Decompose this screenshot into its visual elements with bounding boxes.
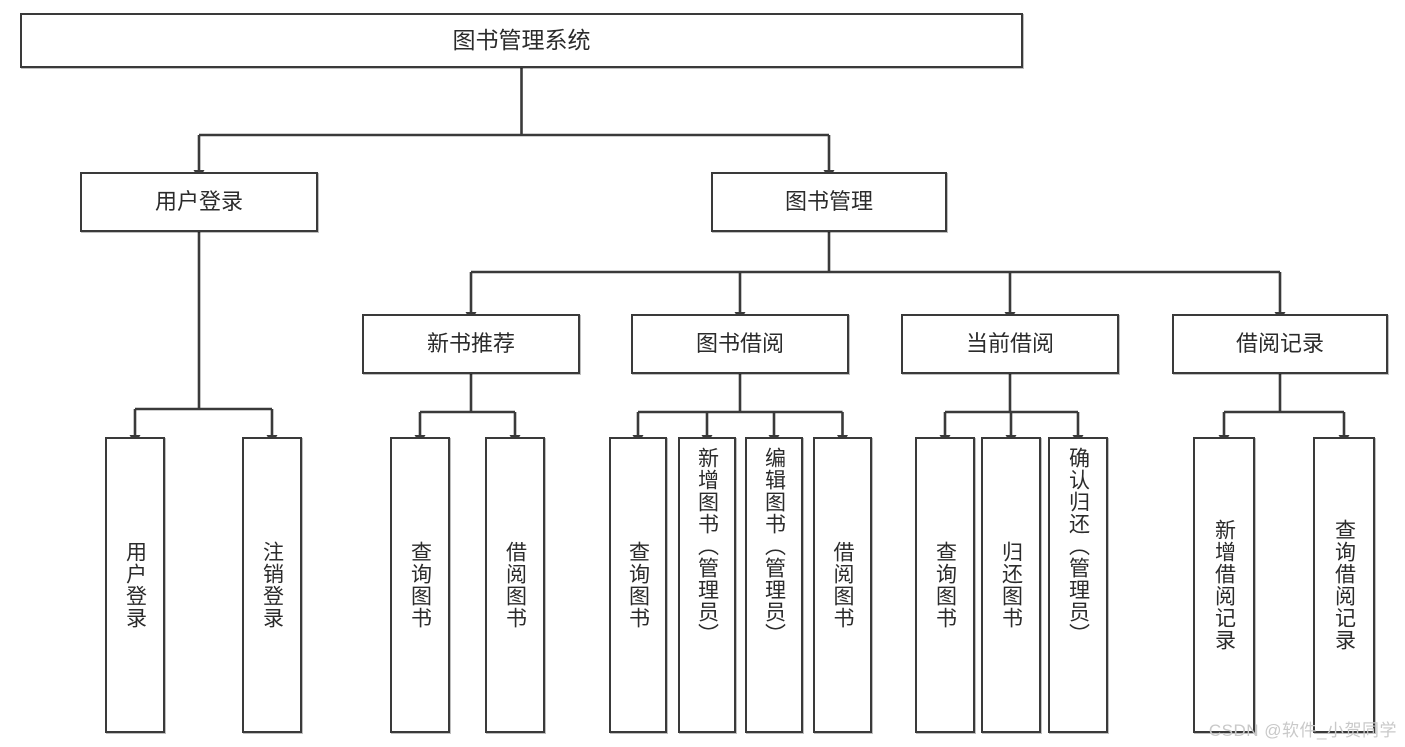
leaf-logout[interactable]: 注销登录	[242, 437, 302, 733]
node-borrow-record[interactable]: 借阅记录	[1172, 314, 1388, 374]
node-root-label: 图书管理系统	[452, 26, 591, 53]
leaf-user-login-label: 用户登录	[123, 541, 147, 629]
leaf-edit-book-admin[interactable]: 编辑图书（管理员）	[745, 437, 803, 733]
leaf-edit-book-admin-label: 编辑图书（管理员）	[762, 447, 786, 645]
leaf-add-book-admin-label: 新增图书（管理员）	[695, 447, 719, 645]
leaf-borrow-book-recommend-label: 借阅图书	[503, 541, 527, 629]
leaf-borrow-book[interactable]: 借阅图书	[813, 437, 872, 733]
leaf-add-borrow-record-label: 新增借阅记录	[1212, 519, 1236, 651]
node-book-management[interactable]: 图书管理	[711, 172, 947, 232]
leaf-query-book-recommend[interactable]: 查询图书	[390, 437, 450, 733]
watermark: CSDN @软件_小贺同学	[1208, 721, 1397, 740]
node-book-borrow[interactable]: 图书借阅	[631, 314, 849, 374]
leaf-logout-label: 注销登录	[260, 541, 284, 629]
leaf-query-book-current[interactable]: 查询图书	[915, 437, 975, 733]
leaf-add-book-admin[interactable]: 新增图书（管理员）	[678, 437, 736, 733]
leaf-query-book-recommend-label: 查询图书	[408, 541, 432, 629]
node-new-book-recommend-label: 新书推荐	[426, 330, 515, 356]
leaf-return-book-label: 归还图书	[999, 541, 1023, 629]
leaf-confirm-return-admin[interactable]: 确认归还（管理员）	[1048, 437, 1108, 733]
leaf-borrow-book-label: 借阅图书	[831, 541, 854, 629]
node-user-login-label: 用户登录	[154, 188, 243, 214]
leaf-add-borrow-record[interactable]: 新增借阅记录	[1193, 437, 1255, 733]
leaf-user-login[interactable]: 用户登录	[105, 437, 165, 733]
leaf-confirm-return-admin-label: 确认归还（管理员）	[1066, 447, 1090, 645]
node-book-borrow-label: 图书借阅	[695, 330, 784, 356]
node-current-borrow-label: 当前借阅	[965, 330, 1054, 356]
leaf-return-book[interactable]: 归还图书	[981, 437, 1041, 733]
node-borrow-record-label: 借阅记录	[1235, 330, 1324, 356]
leaf-borrow-book-recommend[interactable]: 借阅图书	[485, 437, 545, 733]
leaf-query-book-current-label: 查询图书	[933, 541, 957, 629]
leaf-query-book-label: 查询图书	[626, 541, 650, 629]
leaf-query-borrow-record[interactable]: 查询借阅记录	[1313, 437, 1375, 733]
node-current-borrow[interactable]: 当前借阅	[901, 314, 1119, 374]
leaf-query-book[interactable]: 查询图书	[609, 437, 667, 733]
node-root[interactable]: 图书管理系统	[20, 13, 1023, 68]
node-user-login[interactable]: 用户登录	[80, 172, 318, 232]
node-book-management-label: 图书管理	[784, 188, 873, 214]
leaf-query-borrow-record-label: 查询借阅记录	[1332, 519, 1356, 651]
node-new-book-recommend[interactable]: 新书推荐	[362, 314, 580, 374]
